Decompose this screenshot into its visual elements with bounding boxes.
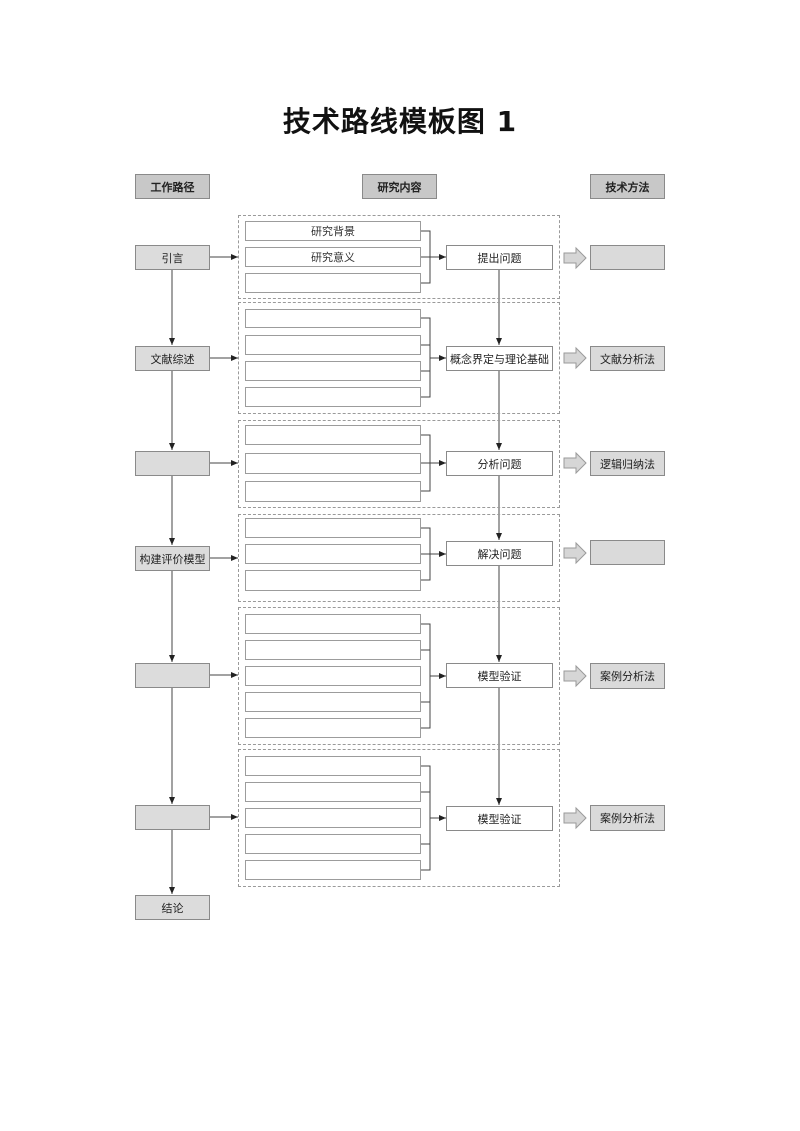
section-2-method: 文献分析法: [590, 346, 665, 371]
section-5-center: 模型验证: [446, 663, 553, 688]
section-4-center: 解决问题: [446, 541, 553, 566]
section-5-item-4: [245, 692, 421, 712]
work-path-step-6: [135, 805, 210, 830]
section-6-method: 案例分析法: [590, 805, 665, 831]
section-5-item-3: [245, 666, 421, 686]
section-2-item-2: [245, 335, 421, 355]
section-3-center: 分析问题: [446, 451, 553, 476]
section-6-item-2: [245, 782, 421, 802]
section-3-item-3: [245, 481, 421, 502]
section-4-item-3: [245, 570, 421, 591]
section-6-container: [238, 749, 560, 887]
section-2-center: 概念界定与理论基础: [446, 346, 553, 371]
section-5-item-5: [245, 718, 421, 738]
section-6-item-3: [245, 808, 421, 828]
section-6-item-5: [245, 860, 421, 880]
section-4-item-2: [245, 544, 421, 564]
section-1-center: 提出问题: [446, 245, 553, 270]
section-4-container: [238, 514, 560, 602]
section-4-item-1: [245, 518, 421, 538]
section-3-item-2: [245, 453, 421, 474]
header-tech-method: 技术方法: [590, 174, 665, 199]
section-3-method: 逻辑归纳法: [590, 451, 665, 476]
work-path-intro: 引言: [135, 245, 210, 270]
section-1-item-2: 研究意义: [245, 247, 421, 267]
work-path-literature-review: 文献综述: [135, 346, 210, 371]
header-work-path: 工作路径: [135, 174, 210, 199]
section-5-item-1: [245, 614, 421, 634]
section-1-method: [590, 245, 665, 270]
section-1-item-1: 研究背景: [245, 221, 421, 241]
section-1-container: [238, 215, 560, 299]
page-title: 技术路线模板图 1: [282, 105, 518, 138]
section-6-item-1: [245, 756, 421, 776]
header-research-content: 研究内容: [362, 174, 437, 199]
section-2-item-4: [245, 387, 421, 407]
fat-arrows: [563, 246, 587, 830]
section-2-item-3: [245, 361, 421, 381]
work-path-step-3: [135, 451, 210, 476]
section-5-method: 案例分析法: [590, 663, 665, 689]
section-1-item-3: [245, 273, 421, 293]
section-2-container: [238, 302, 560, 414]
section-3-container: [238, 420, 560, 508]
work-path-conclusion: 结论: [135, 895, 210, 920]
section-5-item-2: [245, 640, 421, 660]
section-6-item-4: [245, 834, 421, 854]
section-3-item-1: [245, 425, 421, 445]
section-4-method: [590, 540, 665, 565]
work-path-build-model: 构建评价模型: [135, 546, 210, 571]
work-path-step-5: [135, 663, 210, 688]
section-5-container: [238, 607, 560, 745]
section-2-item-1: [245, 309, 421, 328]
section-6-center: 模型验证: [446, 806, 553, 831]
